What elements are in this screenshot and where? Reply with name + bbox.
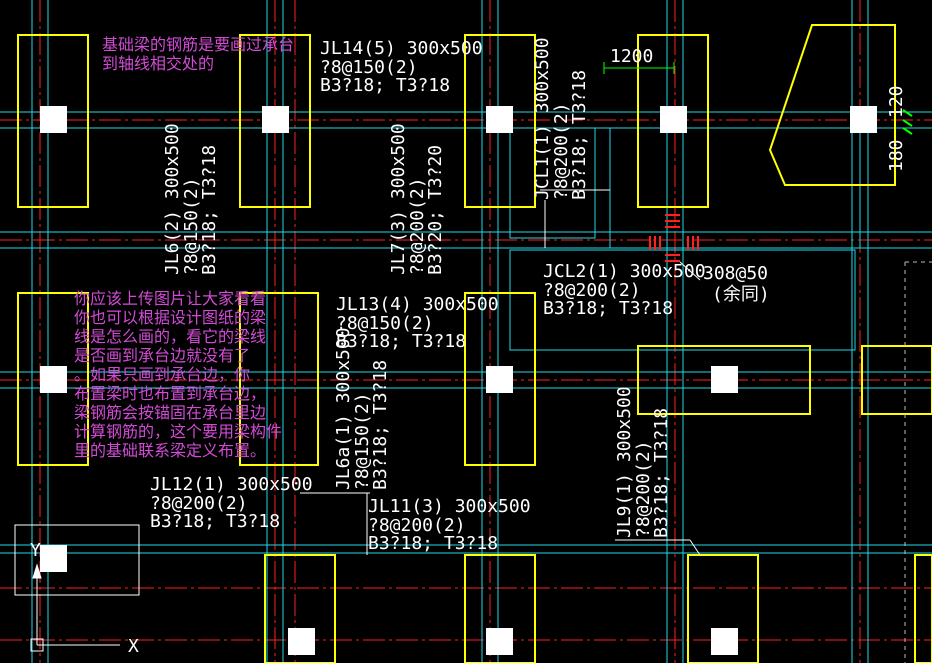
note-middle: 你应该上传图片让大家看看 你也可以根据设计图纸的梁 线是怎么画的，看它的梁线 是… <box>74 289 283 460</box>
dimension-right <box>902 109 913 135</box>
ucs-y-label: Y <box>30 540 41 561</box>
dim-1200-text: 1200 <box>610 46 653 67</box>
beam-label-jl11[interactable]: JL11(3) 300x500 ?8@200(2) B3?18; T3?18 <box>368 496 531 554</box>
svg-text:B3?18; T3?18: B3?18; T3?18 <box>651 408 672 538</box>
svg-text:JL11(3) 300x500: JL11(3) 300x500 <box>368 496 531 517</box>
svg-text:JCL1(1) 300x500: JCL1(1) 300x500 <box>532 37 553 200</box>
svg-text:?8@200(2): ?8@200(2) <box>543 280 641 301</box>
rebar-marks <box>649 214 699 262</box>
svg-text:B3?18; T3?18: B3?18; T3?18 <box>368 533 498 554</box>
svg-text:JL13(4) 300x500: JL13(4) 300x500 <box>336 294 499 315</box>
beam-label-jcl2[interactable]: JCL2(1) 300x500 ?8@200(2) B3?18; T3?18 <box>543 261 706 319</box>
ucs-icon <box>30 563 120 652</box>
svg-text:B3?18; T3?18: B3?18; T3?18 <box>199 145 220 275</box>
rebar-note[interactable]: 308@50 (余同) <box>703 263 770 305</box>
svg-text:JL6a(1) 300x500: JL6a(1) 300x500 <box>333 327 354 490</box>
svg-text:?8@200(2): ?8@200(2) <box>150 493 248 514</box>
beam-label-jcl1[interactable]: JCL1(1) 300x500 ?8@200(2) B3?18; T3?18 <box>532 37 590 200</box>
svg-text:(余同): (余同) <box>712 284 770 305</box>
leader-lines <box>300 189 701 556</box>
svg-text:?8@200(2): ?8@200(2) <box>368 515 466 536</box>
svg-text:?8@200(2): ?8@200(2) <box>407 177 428 275</box>
beam-label-jl6a[interactable]: JL6a(1) 300x500 ?8@150(2) B3?18; T3?18 <box>333 327 391 490</box>
ucs-x-label: X <box>128 636 139 657</box>
beam-label-jl13[interactable]: JL13(4) 300x500 ?8@150(2) B3?18; T3?18 <box>336 294 499 352</box>
beam-label-jl7[interactable]: JL7(3) 300x500 ?8@200(2) B3?20; T3?20 <box>388 123 446 275</box>
beam-label-jl9[interactable]: JL9(1) 300x500 ?8@200(2) B3?18; T3?18 <box>614 386 672 538</box>
svg-text:JL14(5) 300x500: JL14(5) 300x500 <box>320 38 483 59</box>
svg-text:JL9(1) 300x500: JL9(1) 300x500 <box>614 386 635 538</box>
svg-text:?8@200(2): ?8@200(2) <box>633 440 654 538</box>
svg-text:B3?18; T3?18: B3?18; T3?18 <box>336 331 466 352</box>
beam-label-jl12[interactable]: JL12(1) 300x500 ?8@200(2) B3?18; T3?18 <box>150 474 313 532</box>
svg-text:JL12(1) 300x500: JL12(1) 300x500 <box>150 474 313 495</box>
svg-text:B3?18; T3?18: B3?18; T3?18 <box>543 298 673 319</box>
beam-label-jl6[interactable]: JL6(2) 300x500 ?8@150(2) B3?18; T3?18 <box>162 123 220 275</box>
beam-label-jl14[interactable]: JL14(5) 300x500 ?8@150(2) B3?18; T3?18 <box>320 38 483 96</box>
dimension-1200 <box>603 62 675 74</box>
ucs-box <box>14 524 140 596</box>
dim-120-text: 120 <box>886 85 907 118</box>
dim-180-text: 180 <box>886 139 907 172</box>
svg-text:B3?20; T3?20: B3?20; T3?20 <box>425 145 446 275</box>
pile-caps <box>17 24 932 663</box>
svg-text:B3?18; T3?18: B3?18; T3?18 <box>150 511 280 532</box>
svg-text:JCL2(1) 300x500: JCL2(1) 300x500 <box>543 261 706 282</box>
svg-text:308@50: 308@50 <box>703 263 768 284</box>
svg-text:B3?18; T3?18: B3?18; T3?18 <box>569 70 590 200</box>
note-top: 基础梁的钢筋是要画过承台 到轴线相交处的 <box>102 35 295 73</box>
svg-text:?8@150(2): ?8@150(2) <box>352 392 373 490</box>
svg-text:?8@150(2): ?8@150(2) <box>181 177 202 275</box>
columns <box>40 106 877 655</box>
svg-text:JL7(3) 300x500: JL7(3) 300x500 <box>388 123 409 275</box>
svg-text:?8@150(2): ?8@150(2) <box>320 57 418 78</box>
svg-text:JL6(2) 300x500: JL6(2) 300x500 <box>162 123 183 275</box>
svg-text:B3?18; T3?18: B3?18; T3?18 <box>370 360 391 490</box>
svg-text:?8@150(2): ?8@150(2) <box>336 313 434 334</box>
svg-text:B3?18; T3?18: B3?18; T3?18 <box>320 75 450 96</box>
svg-text:?8@200(2): ?8@200(2) <box>551 102 572 200</box>
